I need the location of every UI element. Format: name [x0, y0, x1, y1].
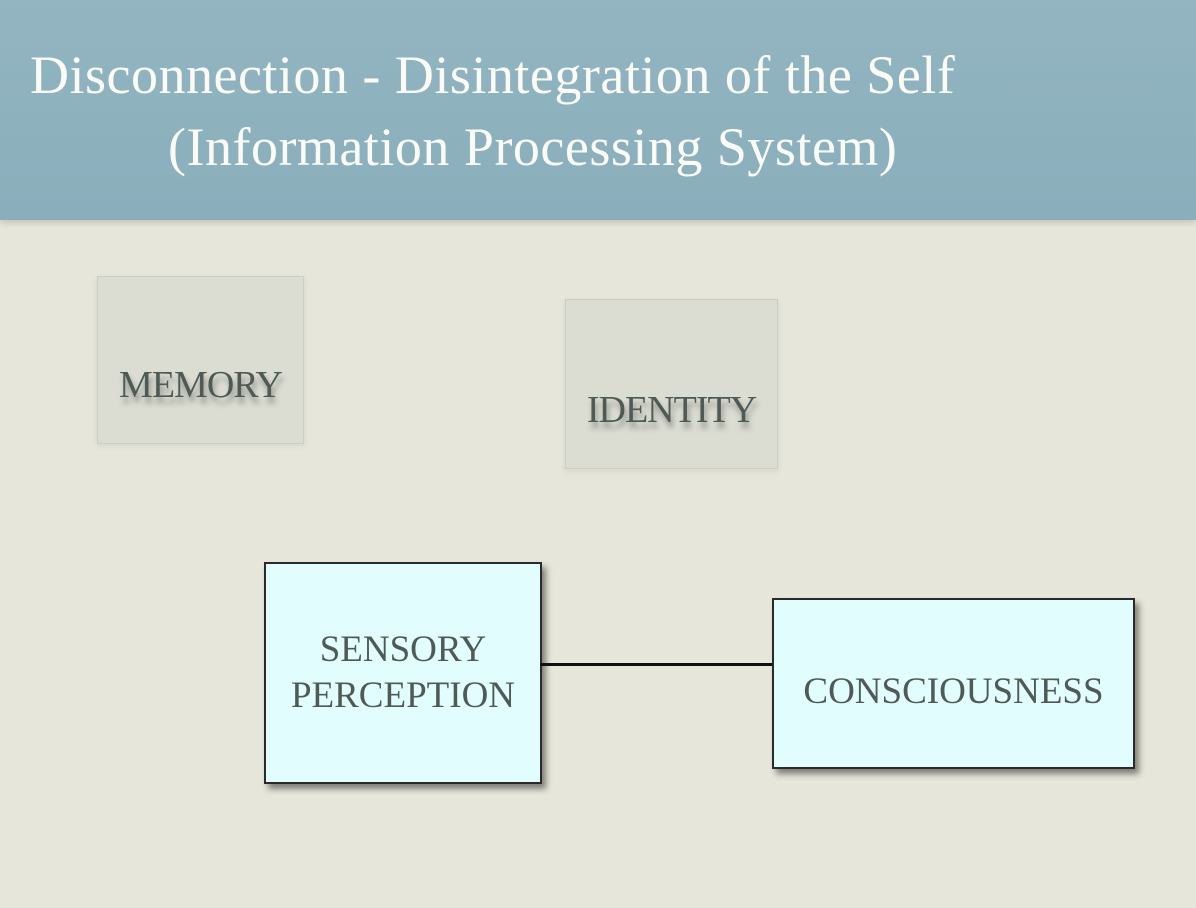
sensory-label-line1: SENSORY	[319, 629, 487, 670]
consciousness-node: CONSCIOUSNESS	[772, 598, 1135, 769]
sensory-label-line2: PERCEPTION	[290, 675, 516, 716]
title-banner: Disconnection - Disintegration of the Se…	[0, 0, 1196, 220]
identity-label: IDENTITY	[586, 389, 757, 431]
slide-title-line1: Disconnection - Disintegration of the Se…	[30, 45, 956, 105]
memory-label: MEMORY	[119, 364, 283, 406]
sensory-perception-node: SENSORY PERCEPTION	[264, 562, 542, 784]
slide-title-line2: (Information Processing System)	[168, 117, 898, 177]
memory-node: MEMORY	[97, 276, 304, 444]
consciousness-label: CONSCIOUSNESS	[803, 670, 1104, 712]
connector-line	[540, 663, 772, 666]
identity-node: IDENTITY	[565, 299, 778, 469]
